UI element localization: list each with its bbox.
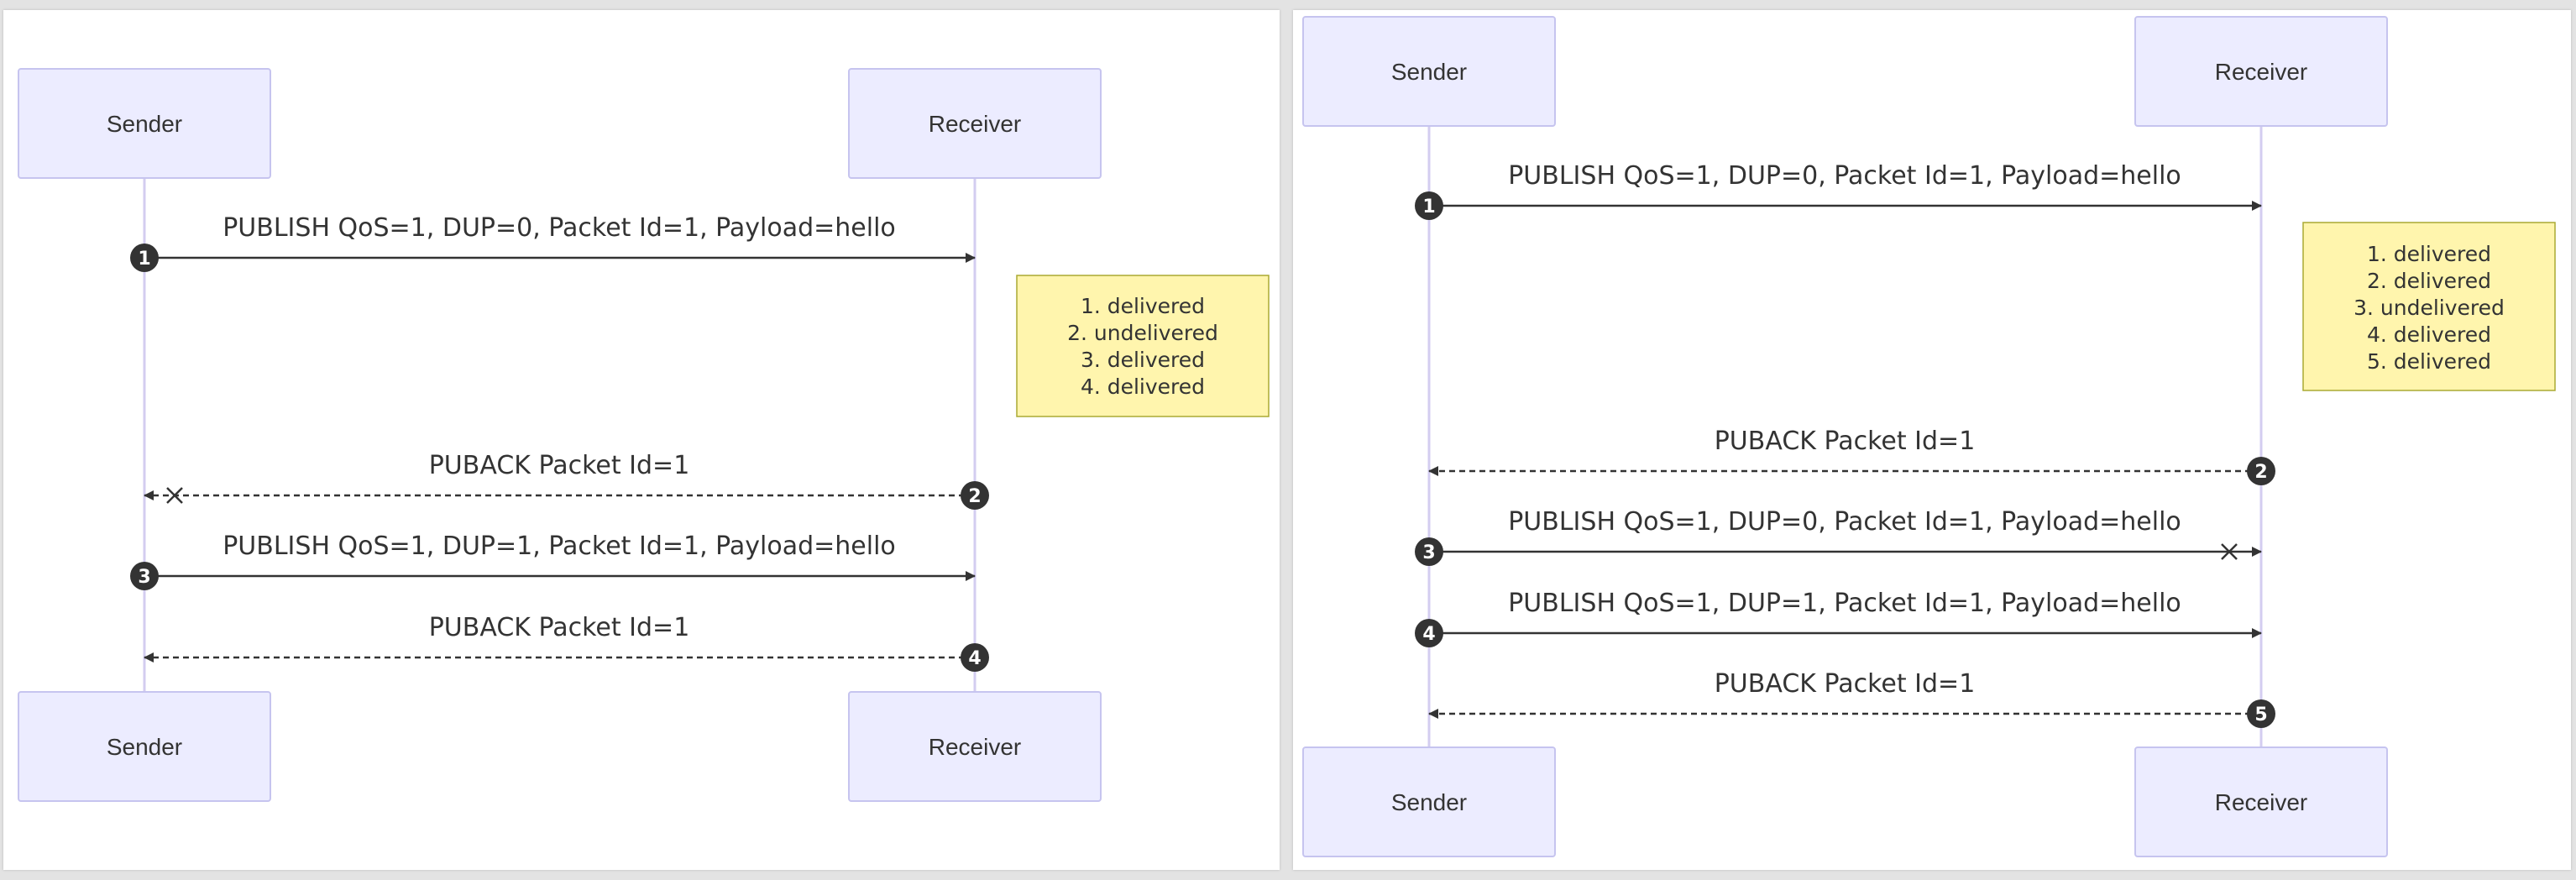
message-label: PUBACK Packet Id=1 [1715, 669, 1976, 699]
message-3: PUBLISH QoS=1, DUP=1, Packet Id=1, Paylo… [130, 532, 976, 590]
sequence-number: 5 [2254, 705, 2267, 725]
actor-label: Receiver [2215, 59, 2307, 85]
lost-message-cross-icon [2221, 543, 2238, 560]
sequence-number-badge [1415, 537, 1443, 566]
sequence-number: 4 [1422, 624, 1435, 645]
actor-receiver-top: Receiver [848, 68, 1102, 179]
actor-label: Receiver [929, 734, 1021, 760]
message-1: PUBLISH QoS=1, DUP=0, Packet Id=1, Paylo… [1415, 161, 2262, 220]
message-4: PUBLISH QoS=1, DUP=1, Packet Id=1, Paylo… [1415, 589, 2262, 647]
note-line: 1. delivered [1081, 294, 1205, 318]
note-line: 2. undelivered [1067, 321, 1218, 345]
message-4: PUBACK Packet Id=1 4 [144, 613, 989, 672]
actor-label: Sender [1391, 789, 1467, 815]
message-label: PUBACK Packet Id=1 [1715, 427, 1976, 456]
message-5: PUBACK Packet Id=1 5 [1428, 669, 2275, 728]
sequence-diagram-right-svg: Sender Receiver 1. delivered 2. delivere… [1302, 16, 2556, 857]
note: 1. delivered 2. undelivered 3. delivered… [1016, 275, 1270, 417]
sequence-diagram-left: Sender Receiver 1. delivered 2. undelive… [3, 10, 1280, 870]
message-label: PUBLISH QoS=1, DUP=1, Packet Id=1, Paylo… [1508, 589, 2181, 618]
message-label: PUBLISH QoS=1, DUP=0, Packet Id=1, Paylo… [1508, 507, 2181, 537]
note-line: 5. delivered [2367, 349, 2491, 374]
note-line: 1. delivered [2367, 242, 2491, 266]
message-2: PUBACK Packet Id=1 2 [1428, 427, 2275, 485]
sequence-number-badge [961, 643, 989, 672]
sequence-number: 2 [2254, 462, 2267, 483]
sequence-diagram-right: Sender Receiver 1. delivered 2. delivere… [1293, 10, 2571, 870]
message-label: PUBLISH QoS=1, DUP=0, Packet Id=1, Paylo… [223, 213, 896, 243]
actor-label: Receiver [2215, 789, 2307, 815]
note-line: 3. delivered [1081, 348, 1205, 372]
note-line: 4. delivered [1081, 375, 1205, 399]
actor-sender-top: Sender [18, 68, 271, 179]
actor-receiver-bottom: Receiver [2134, 746, 2388, 857]
sequence-number-badge [1415, 619, 1443, 647]
note-line: 2. delivered [2367, 269, 2491, 293]
actor-receiver-bottom: Receiver [848, 691, 1102, 802]
actor-sender-bottom: Sender [18, 691, 271, 802]
actor-label: Sender [1391, 59, 1467, 85]
sequence-number-badge [2247, 699, 2275, 728]
sequence-number: 2 [968, 486, 981, 507]
message-label: PUBLISH QoS=1, DUP=0, Packet Id=1, Paylo… [1508, 161, 2181, 191]
message-label: PUBACK Packet Id=1 [429, 451, 690, 480]
sequence-number: 3 [138, 567, 150, 588]
actor-label: Sender [107, 734, 182, 760]
actor-sender-top: Sender [1302, 16, 1556, 127]
note-line: 4. delivered [2367, 322, 2491, 347]
message-3: PUBLISH QoS=1, DUP=0, Packet Id=1, Paylo… [1415, 507, 2262, 566]
note-line: 3. undelivered [2353, 296, 2505, 320]
actor-sender-bottom: Sender [1302, 746, 1556, 857]
lost-message-cross-icon [166, 487, 183, 504]
sequence-number-badge [130, 244, 159, 272]
message-2: PUBACK Packet Id=1 2 [144, 451, 989, 510]
message-label: PUBLISH QoS=1, DUP=1, Packet Id=1, Paylo… [223, 532, 896, 561]
sequence-number-badge [2247, 457, 2275, 485]
sequence-number-badge [1415, 191, 1443, 220]
actor-label: Receiver [929, 111, 1021, 137]
message-label: PUBACK Packet Id=1 [429, 613, 690, 642]
note: 1. delivered 2. delivered 3. undelivered… [2302, 222, 2556, 391]
sequence-number-badge [130, 562, 159, 590]
sequence-number: 3 [1422, 542, 1435, 563]
sequence-number: 4 [968, 648, 981, 669]
sequence-number-badge [961, 481, 989, 510]
message-1: PUBLISH QoS=1, DUP=0, Packet Id=1, Paylo… [130, 213, 976, 272]
sequence-number: 1 [1422, 196, 1435, 217]
sequence-number: 1 [138, 249, 150, 270]
actor-receiver-top: Receiver [2134, 16, 2388, 127]
sequence-diagram-left-svg: Sender Receiver 1. delivered 2. undelive… [18, 68, 1270, 802]
actor-label: Sender [107, 111, 182, 137]
